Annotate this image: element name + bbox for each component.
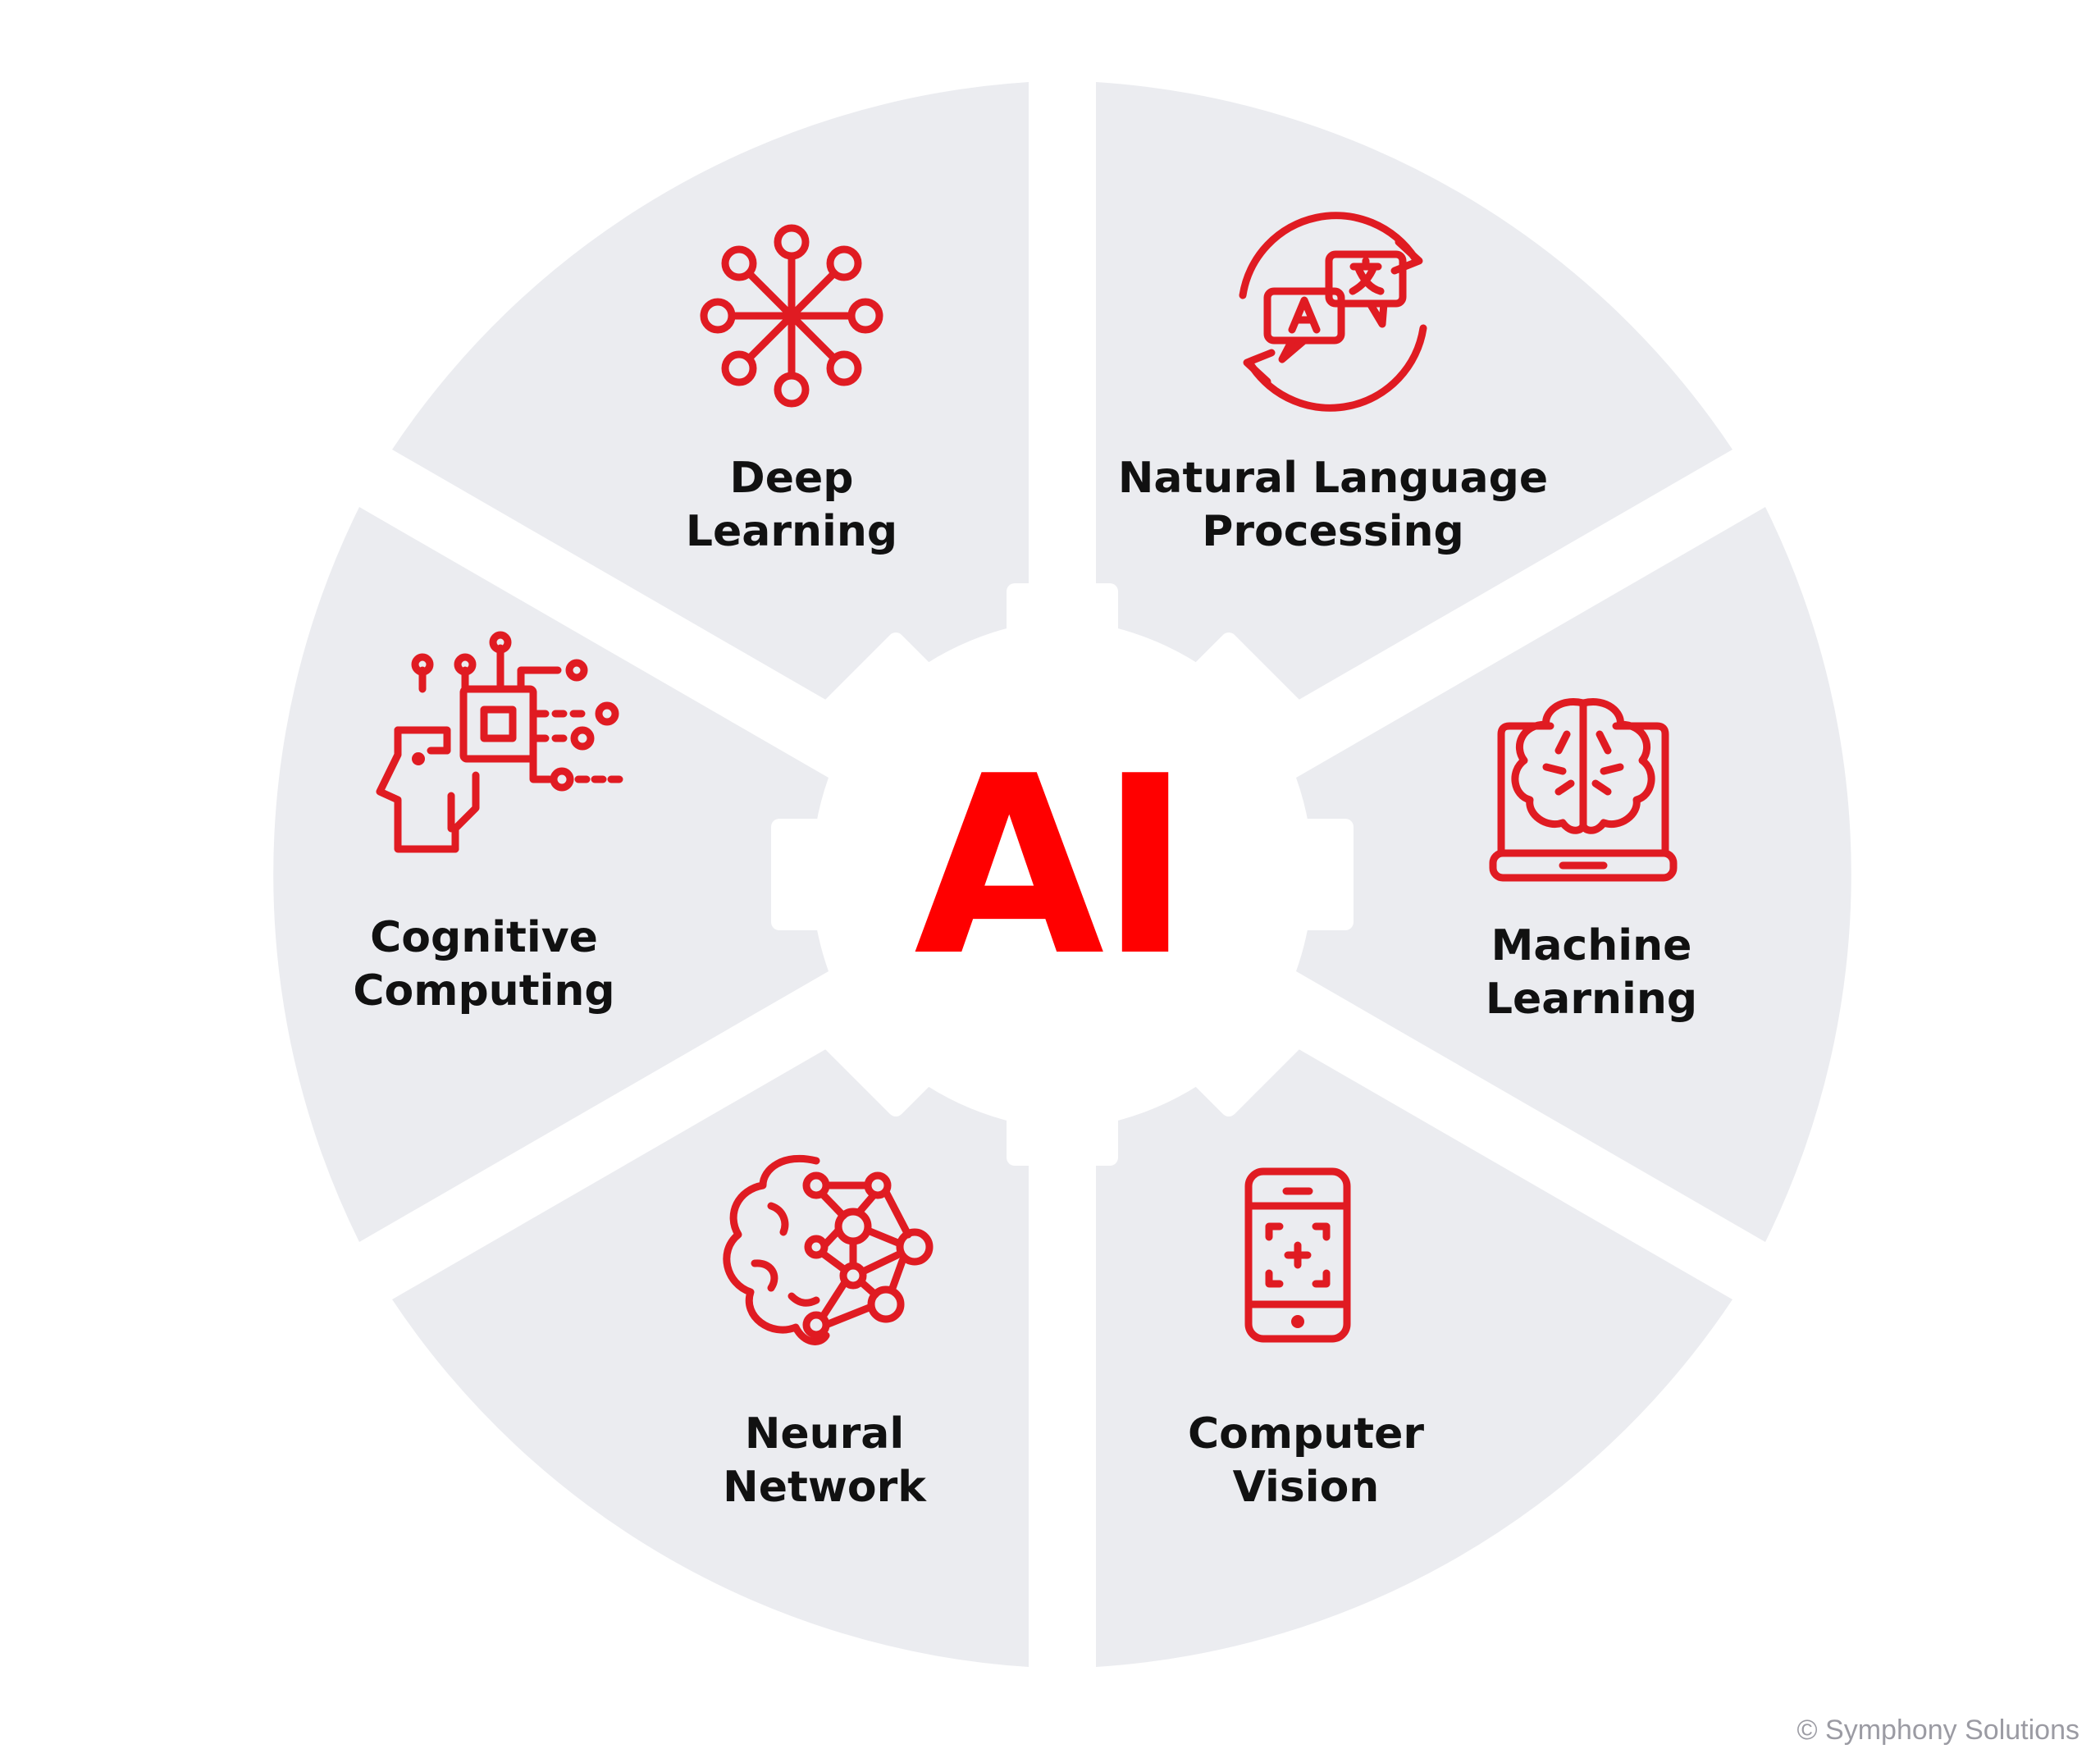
gear-tooth (1007, 583, 1118, 682)
label-line: Deep (730, 454, 854, 503)
segment-label-neural-network: Neural Network (723, 1409, 927, 1512)
segment-nlp (1096, 82, 1732, 720)
segment-label-machine-learning: Machine Learning (1486, 921, 1697, 1024)
phone-scan-icon (1244, 1167, 1351, 1343)
label-line: Neural (745, 1409, 904, 1459)
translation-icon (1239, 212, 1427, 412)
label-line: Cognitive (370, 913, 598, 962)
label-line: Learning (1486, 975, 1697, 1024)
gear-tooth (1007, 1067, 1118, 1166)
gear-tooth (1162, 975, 1304, 1116)
segment-cognitive-computing (273, 507, 829, 1242)
gear-tooth (820, 632, 962, 774)
label-line: Processing (1202, 507, 1464, 556)
label-line: Machine (1491, 921, 1692, 970)
segment-deep-learning (392, 82, 1029, 720)
head-chip-icon (376, 631, 623, 853)
segment-label-deep-learning: Deep Learning (686, 454, 897, 556)
laptop-brain-icon (1489, 698, 1678, 882)
gear-tooth (820, 975, 962, 1116)
segment-label-cognitive-computing: Cognitive Computing (353, 913, 614, 1016)
label-line: Vision (1233, 1463, 1380, 1512)
label-line: Computing (353, 966, 614, 1016)
copyright-credit: © Symphony Solutions (1797, 1715, 2079, 1746)
label-line: Natural Language (1118, 454, 1548, 503)
label-line: Learning (686, 507, 897, 556)
gear-tooth (1255, 819, 1354, 930)
gear-tooth (1162, 632, 1304, 774)
center-title: AI (914, 724, 1186, 1010)
segment-label-nlp: Natural Language Processing (1118, 454, 1548, 556)
segment-computer-vision (1096, 1029, 1732, 1667)
label-line: Computer (1188, 1409, 1424, 1459)
gear-tooth (771, 819, 870, 930)
network-node-icon (700, 224, 883, 408)
brain-network-icon (723, 1154, 934, 1345)
segment-label-computer-vision: Computer Vision (1188, 1409, 1424, 1512)
center-gear (771, 583, 1354, 1166)
label-line: Network (723, 1463, 927, 1512)
